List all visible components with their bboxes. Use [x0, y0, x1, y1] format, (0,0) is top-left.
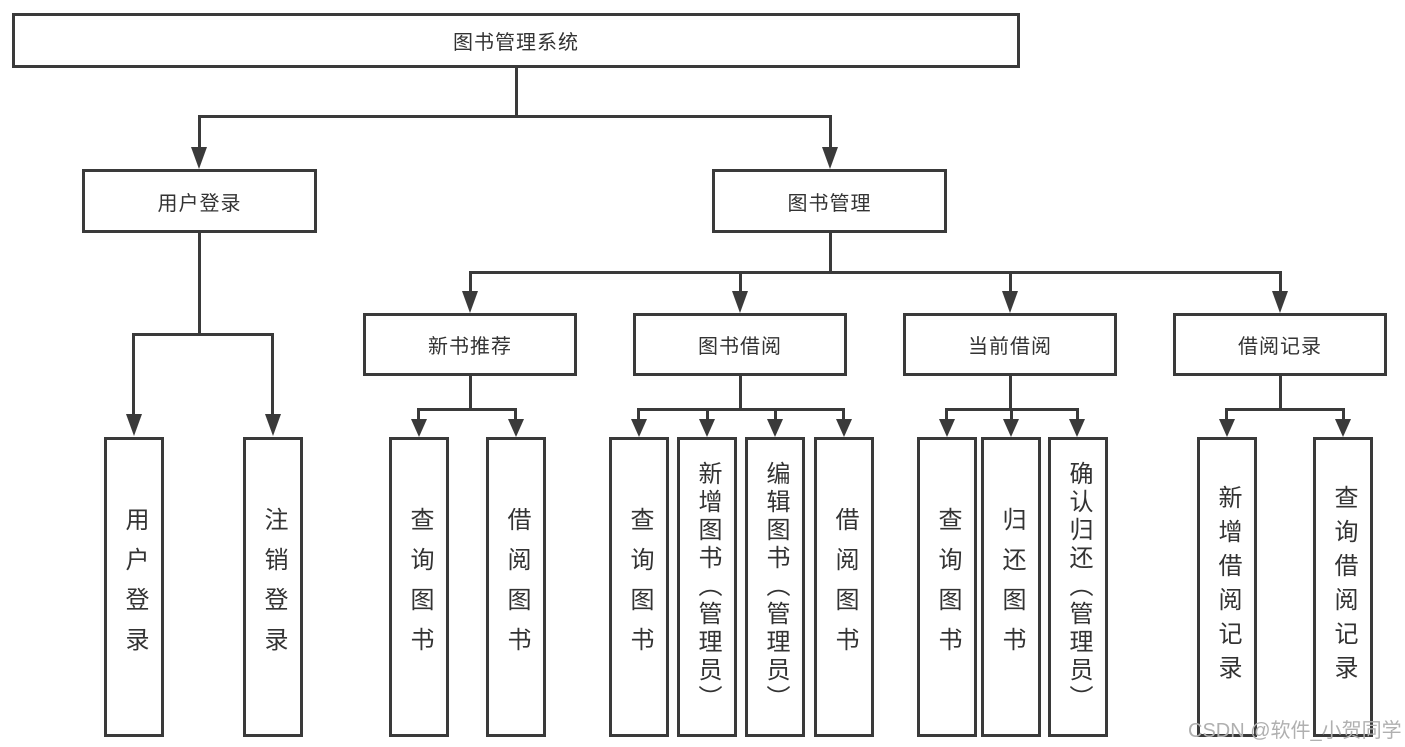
- node-label: 查询图书: [934, 507, 961, 667]
- leaf-query-borrow-record: 查询借阅记录: [1313, 437, 1373, 737]
- connector-line: [514, 68, 518, 118]
- node-label: 归还图书: [998, 507, 1025, 667]
- connector-line: [738, 376, 742, 410]
- leaf-return-books: 归还图书: [981, 437, 1041, 737]
- node-library-management-system: 图书管理系统: [12, 13, 1020, 68]
- connector-line: [1278, 376, 1282, 410]
- connector-line: [468, 271, 1282, 274]
- node-label: 新增图书（管理员）: [694, 461, 721, 713]
- connector-line: [1225, 408, 1343, 411]
- connector-line: [417, 408, 517, 411]
- arrow-down-icon: [1069, 419, 1085, 437]
- connector-line: [842, 408, 845, 420]
- arrow-down-icon: [411, 419, 427, 437]
- connector-line: [828, 233, 832, 273]
- connector-line: [828, 115, 832, 148]
- connector-line: [738, 271, 742, 291]
- leaf-add-borrow-record: 新增借阅记录: [1197, 437, 1257, 737]
- node-borrowing-records: 借阅记录: [1173, 313, 1387, 376]
- arrow-down-icon: [699, 419, 715, 437]
- connector-line: [637, 408, 845, 411]
- node-label: 确认归还（管理员）: [1065, 461, 1092, 713]
- node-label: 图书借阅: [698, 336, 782, 358]
- connector-line: [1008, 376, 1012, 410]
- leaf-logout: 注销登录: [243, 437, 303, 737]
- connector-line: [773, 408, 777, 420]
- node-label: 用户登录: [157, 192, 242, 215]
- arrow-down-icon: [1272, 291, 1288, 313]
- arrow-down-icon: [1002, 291, 1018, 313]
- node-label: 当前借阅: [968, 336, 1052, 358]
- leaf-user-login: 用户登录: [104, 437, 164, 737]
- node-new-book-recommendation: 新书推荐: [363, 313, 577, 376]
- arrow-down-icon: [191, 147, 207, 169]
- node-label: 借阅记录: [1238, 336, 1322, 358]
- connector-line: [637, 408, 640, 420]
- arrow-down-icon: [462, 291, 478, 313]
- node-label: 图书管理系统: [453, 32, 579, 54]
- connector-line: [1008, 271, 1012, 291]
- connector-line: [514, 408, 517, 420]
- connector-line: [468, 271, 472, 291]
- connector-line: [468, 376, 472, 410]
- node-current-borrowing: 当前借阅: [903, 313, 1117, 376]
- node-label: 新增借阅记录: [1214, 485, 1241, 689]
- connector-line: [197, 115, 832, 118]
- connector-line: [271, 333, 274, 415]
- node-label: 编辑图书（管理员）: [762, 461, 789, 713]
- arrow-down-icon: [631, 419, 647, 437]
- connector-line: [197, 233, 201, 336]
- arrow-down-icon: [1003, 419, 1019, 437]
- connector-line: [1225, 408, 1228, 420]
- arrow-down-icon: [1219, 419, 1235, 437]
- node-label: 借阅图书: [831, 507, 858, 667]
- csdn-watermark: CSDN @软件_小贺同学: [1188, 720, 1402, 742]
- connector-line: [417, 408, 420, 420]
- node-book-borrowing: 图书借阅: [633, 313, 847, 376]
- node-user-login: 用户登录: [82, 169, 317, 233]
- node-label: 用户登录: [121, 507, 148, 667]
- leaf-query-books-borrowing: 查询图书: [609, 437, 669, 737]
- leaf-borrow-books-recommend: 借阅图书: [486, 437, 546, 737]
- arrow-down-icon: [1335, 419, 1351, 437]
- node-label: 图书管理: [787, 192, 872, 215]
- leaf-confirm-return-admin: 确认归还（管理员）: [1048, 437, 1108, 737]
- leaf-query-books-current: 查询图书: [917, 437, 977, 737]
- arrow-down-icon: [732, 291, 748, 313]
- connector-line: [1278, 271, 1282, 291]
- connector-line: [132, 333, 274, 336]
- connector-line: [1075, 408, 1079, 420]
- arrow-down-icon: [767, 419, 783, 437]
- leaf-edit-books-admin: 编辑图书（管理员）: [745, 437, 805, 737]
- leaf-borrow-books: 借阅图书: [814, 437, 874, 737]
- node-label: 查询图书: [626, 507, 653, 667]
- node-label: 注销登录: [260, 507, 287, 667]
- arrow-down-icon: [508, 419, 524, 437]
- arrow-down-icon: [939, 419, 955, 437]
- connector-line: [132, 333, 135, 415]
- node-label: 新书推荐: [428, 336, 512, 358]
- connector-line: [705, 408, 709, 420]
- leaf-query-books-recommend: 查询图书: [389, 437, 449, 737]
- leaf-add-books-admin: 新增图书（管理员）: [677, 437, 737, 737]
- connector-line: [945, 408, 948, 420]
- node-book-management: 图书管理: [712, 169, 947, 233]
- connector-line: [1009, 408, 1013, 420]
- node-label: 借阅图书: [503, 507, 530, 667]
- arrow-down-icon: [264, 414, 281, 436]
- node-label: 查询图书: [406, 507, 433, 667]
- arrow-down-icon: [836, 419, 852, 437]
- arrow-down-icon: [125, 414, 142, 436]
- node-label: 查询借阅记录: [1330, 485, 1357, 689]
- arrow-down-icon: [822, 147, 838, 169]
- connector-line: [197, 115, 201, 148]
- connector-line: [1341, 408, 1345, 420]
